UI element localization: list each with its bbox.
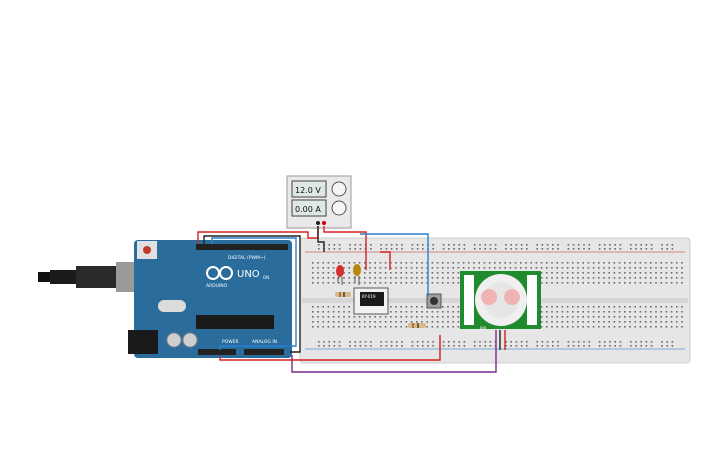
arduino-brand-text: ARDUINO xyxy=(206,283,228,289)
resistor-1[interactable] xyxy=(335,292,351,297)
resistor-2[interactable] xyxy=(408,323,426,328)
current-knob[interactable] xyxy=(331,200,347,216)
pir-sensor[interactable]: PIR xyxy=(460,271,541,331)
wire-black-supply xyxy=(317,226,325,252)
digital-label: DIGITAL (PWM~) xyxy=(228,255,266,261)
voltage-knob[interactable] xyxy=(331,181,347,197)
arduino-logo-text: UNO xyxy=(237,269,260,280)
power-jack xyxy=(128,330,158,354)
relay-label: KY-019 xyxy=(362,294,376,299)
wire-black-top xyxy=(203,235,301,353)
analog-label: ANALOG IN xyxy=(252,339,277,345)
pir-label: PIR xyxy=(480,326,487,331)
wires xyxy=(197,226,506,373)
wire-blue-button xyxy=(360,233,429,296)
power-label: POWER xyxy=(222,339,239,345)
wire-red-right xyxy=(323,226,367,270)
analog-header xyxy=(244,349,284,355)
positive-terminal xyxy=(322,221,326,225)
arduino-uno[interactable]: UNO ARDUINO DIGITAL (PWM~) POWER ANALOG … xyxy=(128,240,292,358)
wire-blue xyxy=(211,237,297,350)
wire-red-led xyxy=(380,251,391,270)
usb-cable xyxy=(38,262,136,292)
led-red[interactable] xyxy=(336,265,344,285)
digital-header xyxy=(196,244,288,250)
infinity-logo xyxy=(206,266,233,280)
led-yellow[interactable] xyxy=(353,264,361,285)
power-header xyxy=(198,349,236,355)
pushbutton[interactable] xyxy=(426,293,442,309)
wire-purple xyxy=(291,330,497,373)
on-label: ON xyxy=(263,275,269,280)
atmega-chip xyxy=(196,315,274,329)
relay-module[interactable]: KY-019 xyxy=(353,287,389,315)
power-supply[interactable]: 12.0 V 0.00 A xyxy=(286,175,352,229)
current-readout: 0.00 A xyxy=(295,205,321,214)
voltage-readout: 12.0 V xyxy=(295,186,321,195)
negative-terminal xyxy=(316,221,320,225)
wire-red-lower xyxy=(219,335,441,361)
